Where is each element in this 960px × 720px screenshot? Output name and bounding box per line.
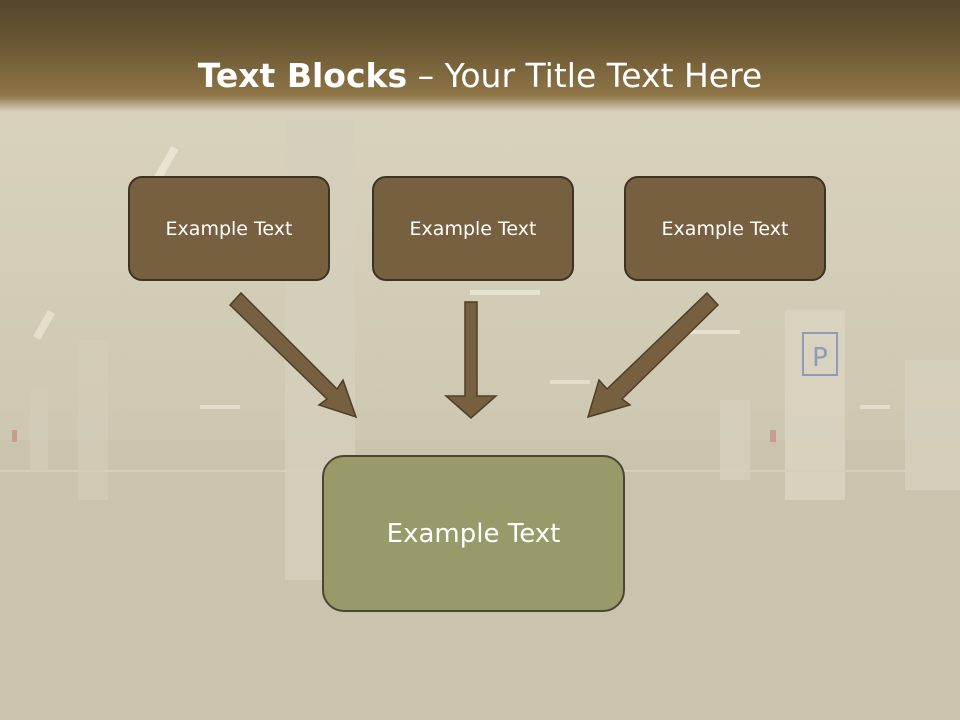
text-block-1-label: Example Text xyxy=(165,217,293,240)
target-text-block-label: Example Text xyxy=(386,518,561,549)
arrow-middle xyxy=(444,301,498,419)
arrow-right xyxy=(586,291,720,419)
arrow-left xyxy=(228,291,358,419)
text-block-2-label: Example Text xyxy=(409,217,537,240)
title-bar xyxy=(0,0,960,112)
target-text-block[interactable]: Example Text xyxy=(322,455,625,612)
title-rest: – Your Title Text Here xyxy=(407,56,763,95)
text-block-3-label: Example Text xyxy=(661,217,789,240)
title-bold: Text Blocks xyxy=(197,56,408,95)
text-block-2[interactable]: Example Text xyxy=(372,176,574,281)
text-block-3[interactable]: Example Text xyxy=(624,176,826,281)
slide-title: Text Blocks – Your Title Text Here xyxy=(0,54,960,98)
text-block-1[interactable]: Example Text xyxy=(128,176,330,281)
svg-text:P: P xyxy=(812,343,828,373)
